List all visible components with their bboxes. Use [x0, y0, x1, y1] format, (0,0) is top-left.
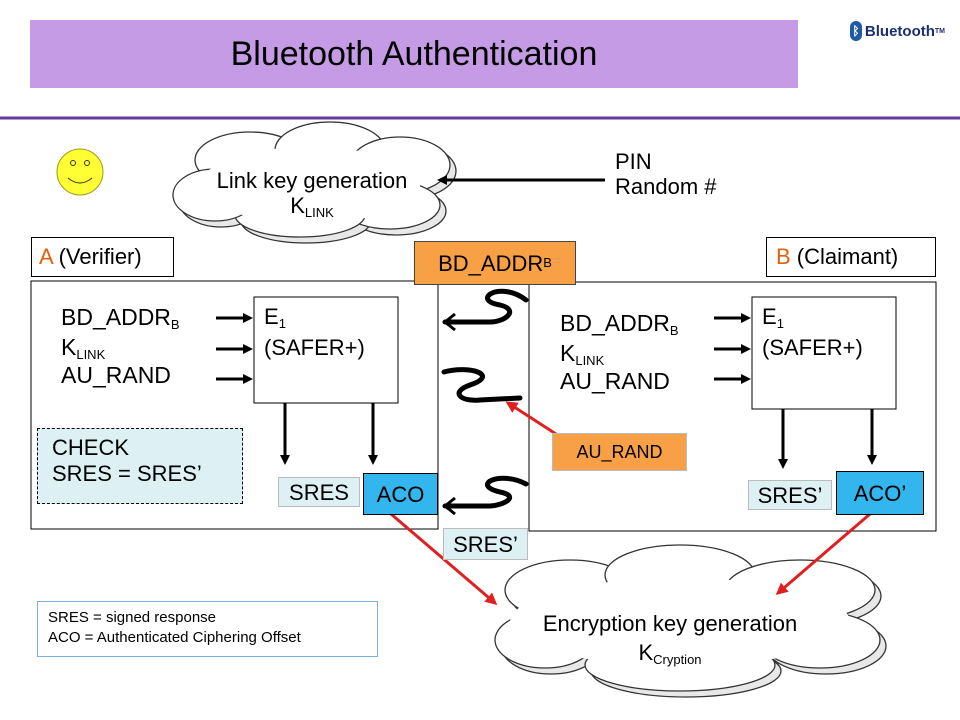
- smiley-face-icon: [56, 148, 104, 196]
- bluetooth-wordmark: Bluetooth: [864, 22, 935, 40]
- claimant-e1-box: [751, 296, 897, 410]
- link-key-cloud: [172, 121, 457, 244]
- claimant-label: B (Claimant): [766, 237, 936, 277]
- verifier-aco: ACO: [363, 473, 438, 515]
- bluetooth-logo: ᛒ Bluetooth TM: [850, 16, 945, 46]
- claimant-input-arrows: [714, 313, 751, 384]
- verifier-inputs: BD_ADDRB KLINK AU_RAND: [61, 304, 180, 388]
- claimant-sres: SRES’: [748, 480, 832, 510]
- slide-title: Bluetooth Authentication: [30, 20, 798, 88]
- legend-box: SRES = signed response ACO = Authenticat…: [37, 601, 378, 657]
- claimant-inputs: BD_ADDRB KLINK AU_RAND: [560, 310, 679, 394]
- claimant-aco: ACO’: [836, 471, 924, 515]
- link-key-cloud-label: Link key generation KLINK: [216, 168, 408, 220]
- encryption-cloud-label: Encryption key generation KCryption: [542, 611, 798, 667]
- verifier-sres: SRES: [278, 477, 360, 507]
- radio-squiggles: [441, 288, 529, 516]
- check-box: CHECK SRES = SRES’: [37, 428, 243, 504]
- title-text: Bluetooth Authentication: [230, 34, 598, 73]
- aurand-message: AU_RAND: [552, 433, 687, 471]
- encryption-key-cloud: [494, 544, 887, 698]
- verifier-label: A (Verifier): [31, 237, 174, 277]
- red-arrows: [383, 401, 871, 605]
- verifier-input-arrows: [216, 313, 253, 384]
- trademark-mark: TM: [934, 27, 945, 35]
- claimant-e1-label: E1 (SAFER+): [762, 304, 863, 360]
- verifier-e1-box: [253, 296, 399, 404]
- verifier-output-arrows: [280, 403, 378, 465]
- sres-message: SRES’: [443, 528, 528, 560]
- bluetooth-rune-icon: ᛒ: [850, 21, 862, 41]
- pin-random-input: PIN Random #: [615, 149, 717, 199]
- claimant-output-arrows: [778, 409, 877, 469]
- verifier-e1-label: E1 (SAFER+): [264, 304, 365, 360]
